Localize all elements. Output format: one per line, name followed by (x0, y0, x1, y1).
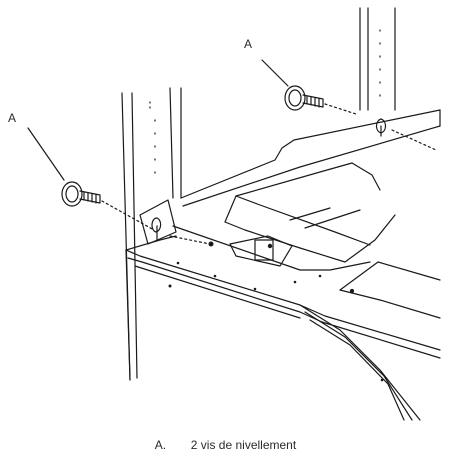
callout-label-right: A (244, 37, 252, 51)
callout-label-left: A (8, 111, 16, 125)
base-frame (125, 235, 441, 421)
figure-legend: A. 2 vis de nivellement (0, 438, 451, 452)
right-front-plate (339, 261, 441, 319)
keyhole-right (375, 118, 387, 134)
inner-tray (172, 162, 396, 271)
left-bracket (139, 199, 177, 245)
leveling-screw-right (284, 85, 437, 151)
keyhole-left (151, 217, 162, 233)
rear-plate (180, 109, 441, 207)
legend-key: A. (154, 438, 167, 452)
callout-leaders (27, 59, 289, 181)
leveling-screw-left (61, 181, 211, 245)
mounting-holes (168, 241, 384, 382)
legend-text: 2 vis de nivellement (190, 438, 297, 452)
